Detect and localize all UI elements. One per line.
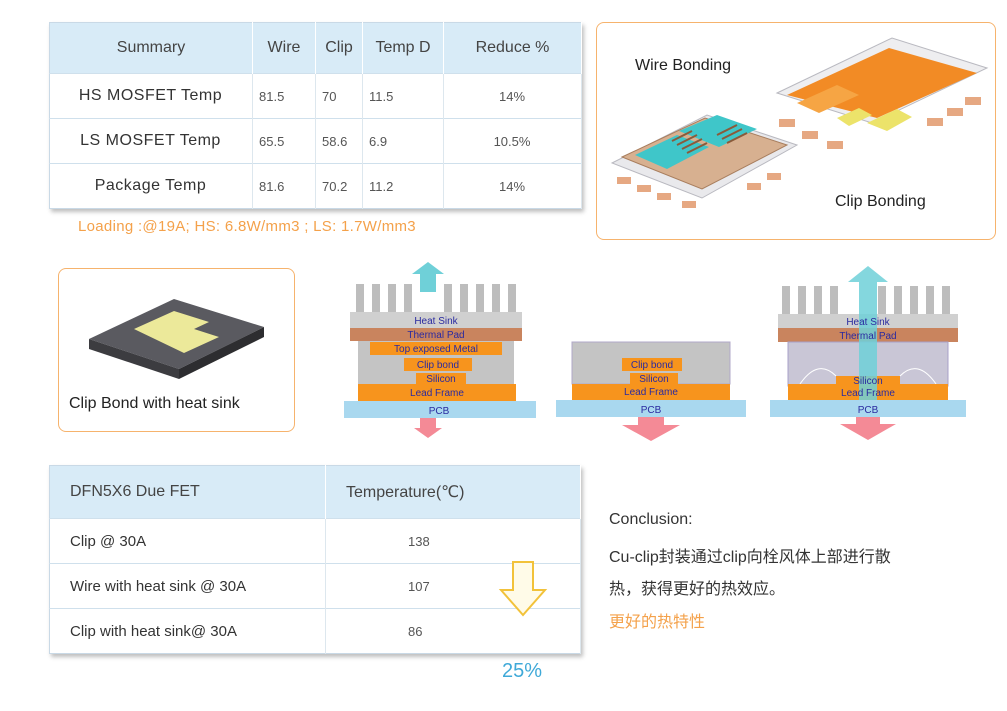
- conclusion-title: Conclusion:: [609, 511, 693, 528]
- label-lead-frame: Lead Frame: [410, 388, 464, 399]
- cell-reduce: 10.5%: [443, 118, 582, 164]
- pcb: [344, 401, 536, 418]
- cell-wire: 81.5: [252, 73, 316, 119]
- heat-down-arrow: [414, 418, 442, 438]
- clip-bonding-package: [775, 37, 989, 149]
- label-thermal-pad: Thermal Pad: [407, 330, 464, 341]
- bond-wire-left: [799, 368, 837, 385]
- table-row: Package Temp 81.6 70.2 11.2 14%: [49, 163, 582, 209]
- label-heat-sink: Heat Sink: [846, 317, 890, 328]
- result-col-config: DFN5X6 Due FET: [49, 465, 326, 519]
- clip-bond: [622, 358, 682, 371]
- clip-bonding-label: Clip Bonding: [835, 193, 926, 210]
- table-row: Wire with heat sink @ 30A 107: [49, 563, 581, 609]
- cell-wire: 65.5: [252, 118, 316, 164]
- table-row: Clip @ 30A 138: [49, 518, 581, 564]
- cell-tempd: 11.5: [362, 73, 444, 119]
- row-label: Clip @ 30A: [49, 518, 326, 564]
- conclusion-line-1: Cu-clip封装通过clip向栓风体上部进行散: [609, 549, 891, 566]
- label-lead-frame: Lead Frame: [624, 387, 678, 398]
- conclusion-highlight: 更好的热特性: [609, 614, 706, 631]
- pcb: [556, 400, 746, 417]
- label-pcb: PCB: [429, 406, 450, 417]
- cell-tempd: 6.9: [362, 118, 444, 164]
- summary-header-row: Summary Wire Clip Temp D Reduce %: [49, 22, 582, 74]
- wire-bonding-package: [610, 114, 799, 208]
- summary-table: Summary Wire Clip Temp D Reduce % HS MOS…: [49, 22, 582, 209]
- label-silicon: Silicon: [639, 374, 668, 385]
- result-col-temperature: Temperature(℃): [325, 465, 581, 519]
- heat-up-arrow: [412, 262, 444, 292]
- thermal-pad: [350, 328, 522, 341]
- heat-down-arrow: [840, 417, 896, 440]
- lead-frame: [572, 384, 730, 400]
- pcb: [770, 400, 966, 417]
- summary-col-tempd: Temp D: [362, 22, 444, 74]
- heat-sink-fins: [782, 286, 950, 314]
- bonding-panel: Wire Bonding Clip Bonding: [596, 22, 996, 240]
- summary-col-wire: Wire: [252, 22, 316, 74]
- bonding-illustration: [610, 37, 989, 208]
- cross-section-wire-heatsink: Heat Sink Thermal Pad Silicon Lead Frame…: [770, 266, 966, 440]
- heat-sink-base: [350, 312, 522, 328]
- summary-col-clip: Clip: [315, 22, 363, 74]
- result-table: DFN5X6 Due FET Temperature(℃) Clip @ 30A…: [49, 465, 581, 654]
- row-label: Package Temp: [49, 163, 253, 209]
- heat-up-arrow: [848, 266, 888, 400]
- cell-reduce: 14%: [443, 73, 582, 119]
- clip-package-illustration: [89, 299, 264, 379]
- table-row: Clip with heat sink@ 30A 86: [49, 608, 581, 654]
- heat-sink-fins: [356, 284, 516, 312]
- row-label: Clip with heat sink@ 30A: [49, 608, 326, 654]
- cell-temperature: 138: [325, 518, 581, 564]
- reduction-arrow-icon: [498, 561, 548, 617]
- label-silicon: Silicon: [426, 374, 455, 385]
- silicon: [630, 373, 678, 384]
- label-clip-bond: Clip bond: [417, 360, 459, 371]
- summary-col-reduce: Reduce %: [443, 22, 582, 74]
- cross-section-clip: Clip bond Silicon Lead Frame PCB: [556, 341, 746, 441]
- row-label: HS MOSFET Temp: [49, 73, 253, 119]
- label-pcb: PCB: [858, 405, 879, 416]
- label-clip-bond: Clip bond: [631, 360, 673, 371]
- bond-wire-right: [899, 368, 937, 385]
- label-lead-frame: Lead Frame: [841, 388, 895, 399]
- clip-bond: [404, 358, 472, 371]
- label-thermal-pad: Thermal Pad: [839, 331, 896, 342]
- loading-note: Loading :@19A; HS: 6.8W/mm3 ; LS: 1.7W/m…: [78, 218, 416, 235]
- cell-tempd: 11.2: [362, 163, 444, 209]
- reduction-percentage: 25%: [502, 660, 543, 682]
- cell-clip: 70: [315, 73, 363, 119]
- cell-wire: 81.6: [252, 163, 316, 209]
- clip-heatsink-panel: Clip Bond with heat sink: [58, 268, 295, 432]
- lead-frame: [358, 384, 516, 401]
- row-label: LS MOSFET Temp: [49, 118, 253, 164]
- result-header-row: DFN5X6 Due FET Temperature(℃): [49, 465, 581, 519]
- wire-bonding-label: Wire Bonding: [635, 57, 732, 74]
- heat-down-arrow: [622, 417, 680, 441]
- cross-section-clip-heatsink: Heat Sink Thermal Pad Top exposed Metal …: [344, 262, 536, 438]
- table-row: HS MOSFET Temp 81.5 70 11.5 14%: [49, 73, 582, 119]
- label-top-metal: Top exposed Metal: [394, 344, 478, 355]
- cell-temperature: 107: [325, 563, 581, 609]
- cell-clip: 70.2: [315, 163, 363, 209]
- table-row: LS MOSFET Temp 65.5 58.6 6.9 10.5%: [49, 118, 582, 164]
- label-heat-sink: Heat Sink: [414, 316, 458, 327]
- label-silicon: Silicon: [853, 376, 882, 387]
- cell-temperature: 86: [325, 608, 581, 654]
- row-label: Wire with heat sink @ 30A: [49, 563, 326, 609]
- top-metal: [370, 342, 502, 355]
- clip-heatsink-caption: Clip Bond with heat sink: [69, 395, 240, 412]
- summary-col-summary: Summary: [49, 22, 253, 74]
- label-pcb: PCB: [641, 405, 662, 416]
- cell-clip: 58.6: [315, 118, 363, 164]
- cell-reduce: 14%: [443, 163, 582, 209]
- silicon: [416, 373, 466, 384]
- conclusion-line-2: 热，获得更好的热效应。: [609, 581, 786, 598]
